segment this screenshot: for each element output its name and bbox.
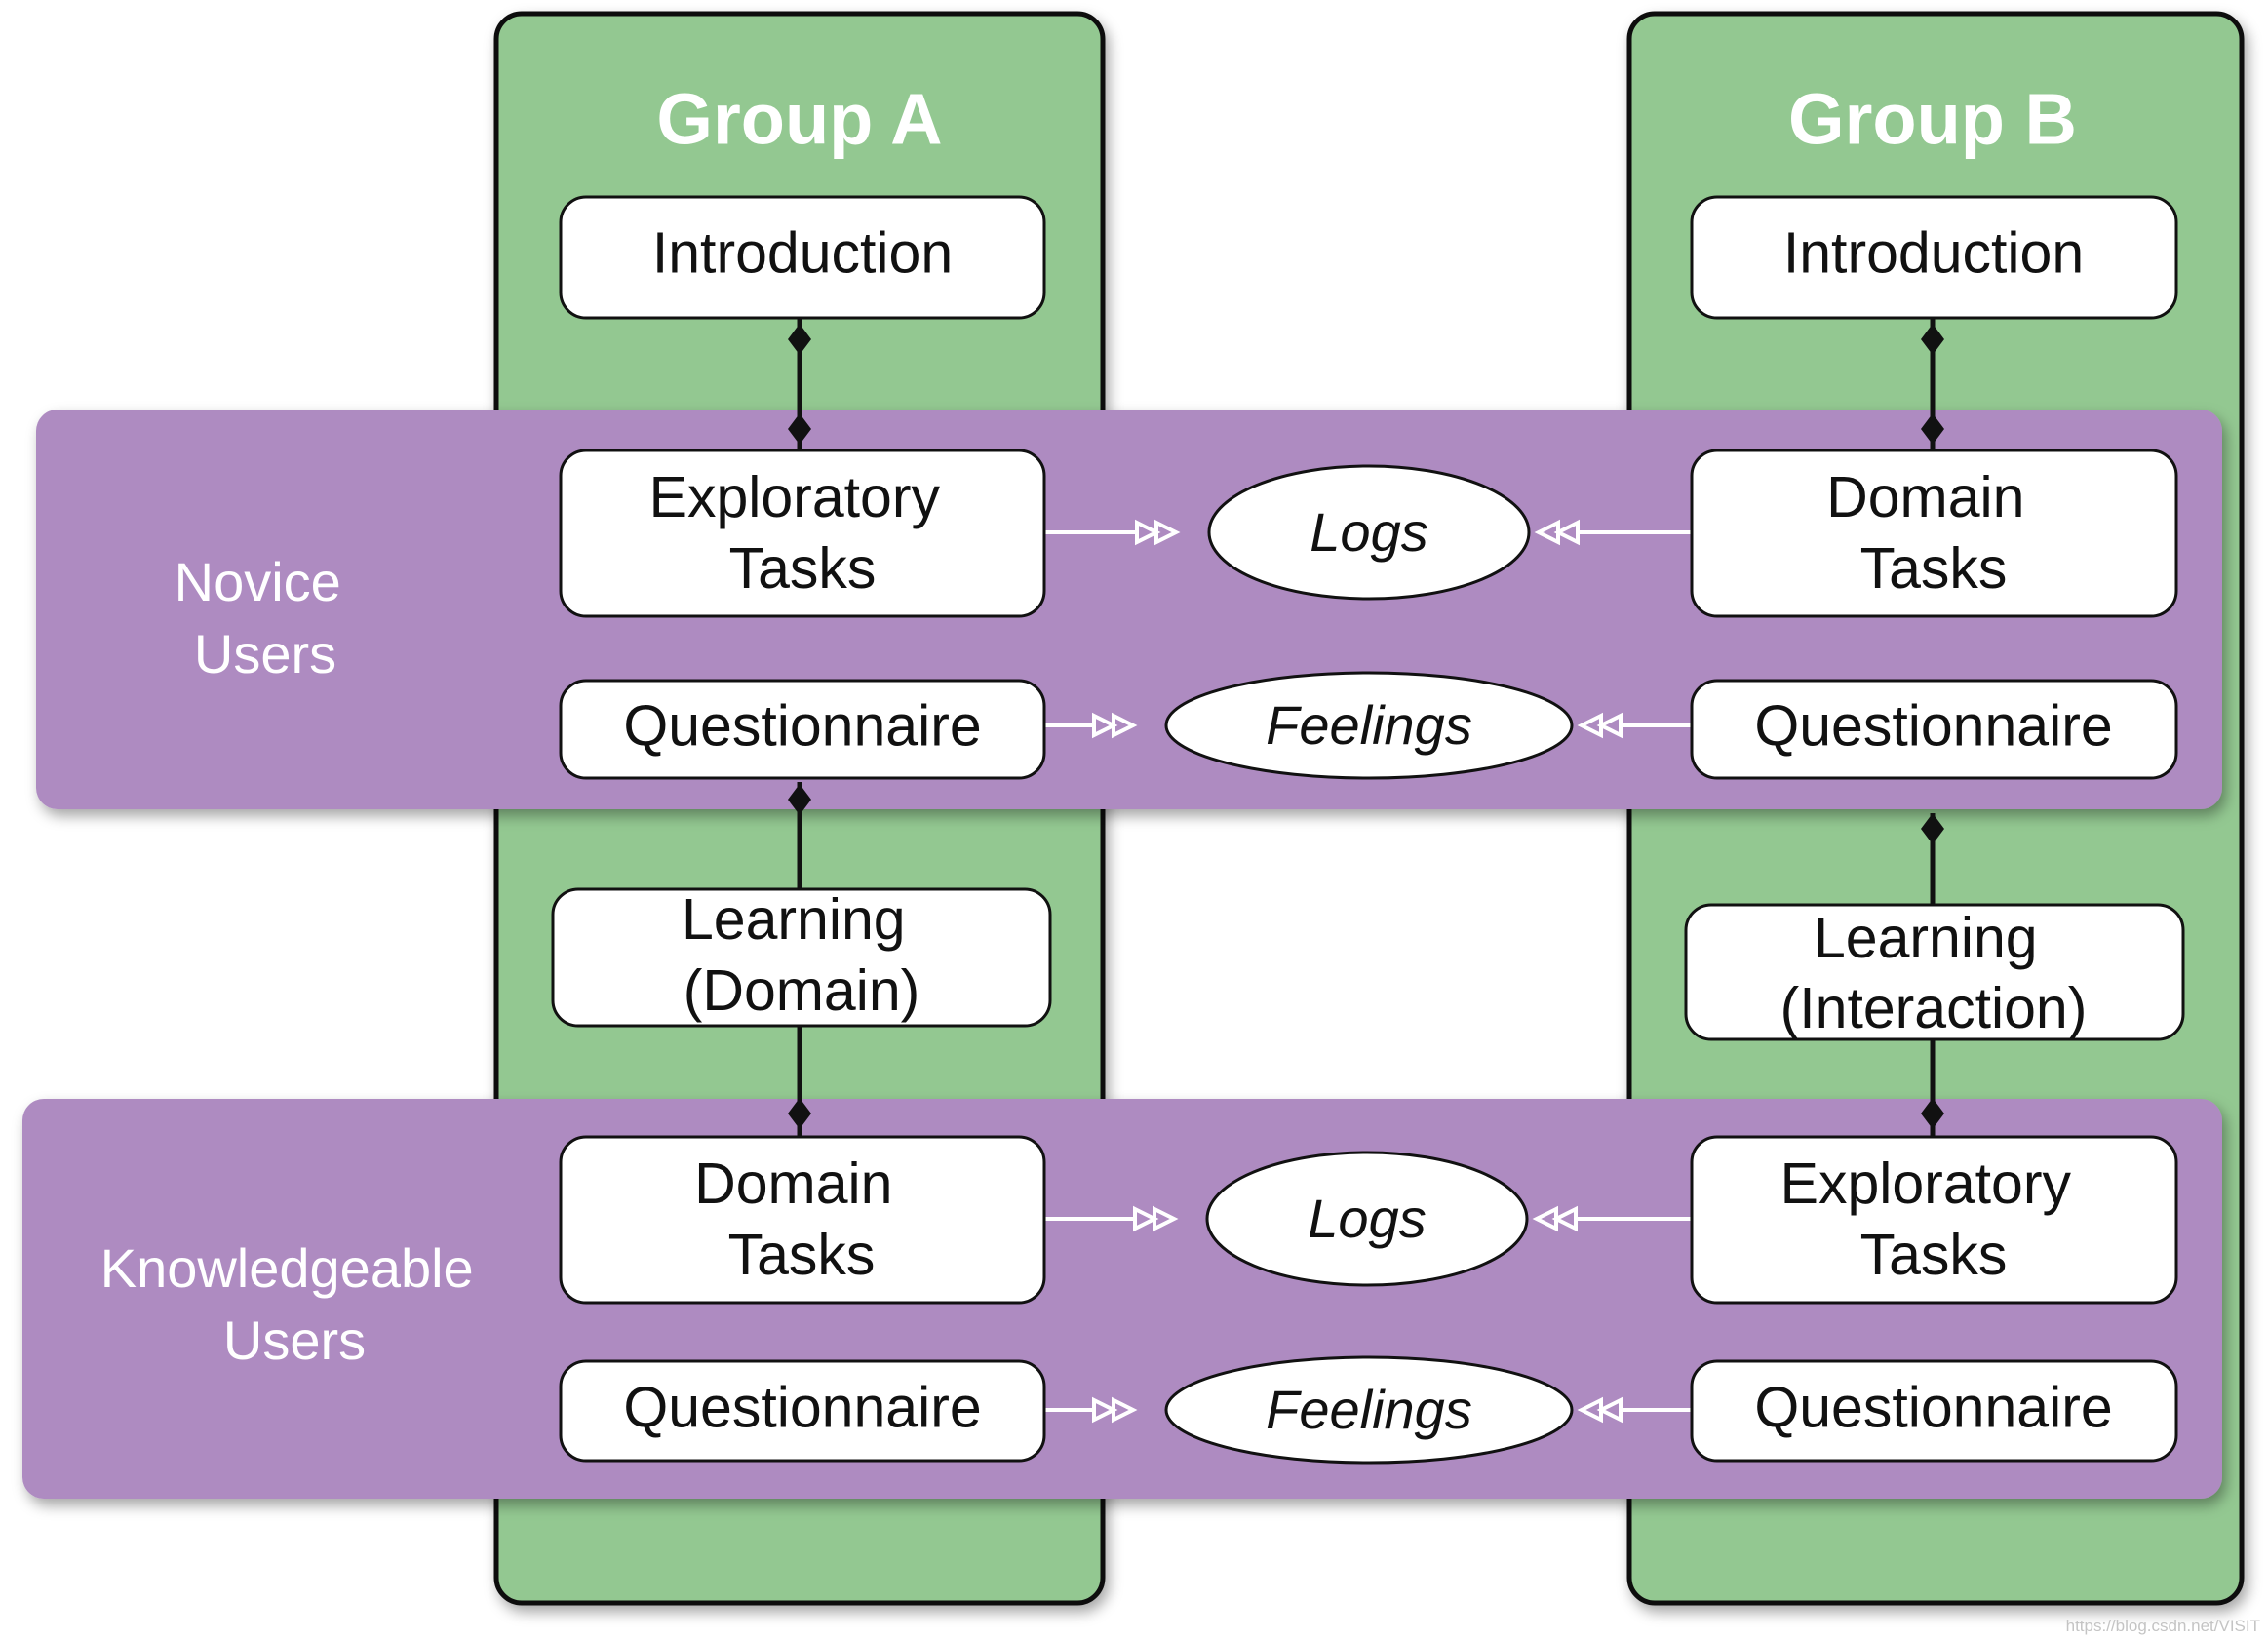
watermark-text: https://blog.csdn.net/VISIT — [2066, 1617, 2260, 1635]
arrow-a-knowledgeable-questionnaire-to-feelings — [1043, 1396, 1138, 1424]
group-b-novice-questionnaire-box: Questionnaire — [1690, 679, 2178, 780]
knowledgeable-users-label: Knowledgeable Users — [100, 1237, 489, 1371]
group-b-novice-tasks-box: Domain Tasks — [1690, 449, 2178, 618]
group-a-learning-box: Learning (Domain) — [551, 887, 1052, 1028]
svg-text:Questionnaire: Questionnaire — [623, 694, 981, 759]
diamond-icon — [788, 1098, 811, 1129]
group-b-knowledgeable-tasks-box: Exploratory Tasks — [1690, 1135, 2178, 1305]
arrow-b-knowledgeable-tasks-to-logs — [1532, 1205, 1691, 1232]
group-a-knowledgeable-questionnaire-box: Questionnaire — [559, 1359, 1046, 1463]
group-b-title: Group B — [1788, 79, 2077, 160]
svg-text:Logs: Logs — [1310, 501, 1427, 563]
group-b-introduction-box: Introduction — [1690, 195, 2178, 320]
diamond-icon — [788, 413, 811, 445]
svg-text:Domain Tasks: Domain Tasks — [694, 1152, 909, 1287]
svg-text:Introduction: Introduction — [652, 221, 953, 286]
arrow-b-novice-tasks-to-logs — [1534, 519, 1691, 546]
group-a-introduction-box: Introduction — [559, 195, 1046, 320]
arrow-a-novice-tasks-to-logs — [1043, 519, 1181, 546]
arrow-a-knowledgeable-tasks-to-logs — [1043, 1205, 1179, 1232]
arrow-b-knowledgeable-questionnaire-to-feelings — [1577, 1396, 1691, 1424]
group-a-knowledgeable-tasks-box: Domain Tasks — [559, 1135, 1046, 1305]
novice-logs-output: Logs — [1207, 464, 1531, 601]
svg-text:Introduction: Introduction — [1783, 221, 2084, 286]
svg-text:Questionnaire: Questionnaire — [623, 1376, 981, 1440]
svg-text:Learning (Interaction): Learning (Interaction) — [1780, 906, 2088, 1040]
svg-text:Learning (Domain): Learning (Domain) — [682, 887, 921, 1023]
svg-text:Logs: Logs — [1308, 1188, 1426, 1249]
novice-feelings-output: Feelings — [1164, 671, 1574, 780]
group-a-novice-questionnaire-box: Questionnaire — [559, 679, 1046, 780]
svg-text:Domain Tasks: Domain Tasks — [1826, 465, 2041, 601]
diamond-icon — [1921, 324, 1944, 355]
novice-users-label: Novice Users — [175, 551, 357, 684]
svg-text:Feelings: Feelings — [1266, 1379, 1472, 1440]
arrow-b-novice-questionnaire-to-feelings — [1577, 712, 1691, 739]
diamond-icon — [788, 784, 811, 815]
knowledgeable-logs-output: Logs — [1205, 1151, 1529, 1287]
diamond-icon — [788, 324, 811, 355]
svg-text:Exploratory Tasks: Exploratory Tasks — [649, 465, 957, 601]
diamond-icon — [1921, 813, 1944, 844]
diamond-icon — [1921, 413, 1944, 445]
group-b-learning-box: Learning (Interaction) — [1684, 903, 2185, 1041]
arrow-a-novice-questionnaire-to-feelings — [1043, 712, 1138, 739]
group-a-title: Group A — [656, 79, 942, 160]
group-b-knowledgeable-questionnaire-box: Questionnaire — [1690, 1359, 2178, 1463]
diamond-icon — [1921, 1098, 1944, 1129]
svg-text:Exploratory Tasks: Exploratory Tasks — [1780, 1152, 2088, 1287]
group-a-novice-tasks-box: Exploratory Tasks — [559, 449, 1046, 618]
svg-text:Questionnaire: Questionnaire — [1754, 1376, 2112, 1440]
svg-text:Questionnaire: Questionnaire — [1754, 694, 2112, 759]
knowledgeable-feelings-output: Feelings — [1164, 1355, 1574, 1465]
svg-text:Feelings: Feelings — [1266, 694, 1472, 756]
